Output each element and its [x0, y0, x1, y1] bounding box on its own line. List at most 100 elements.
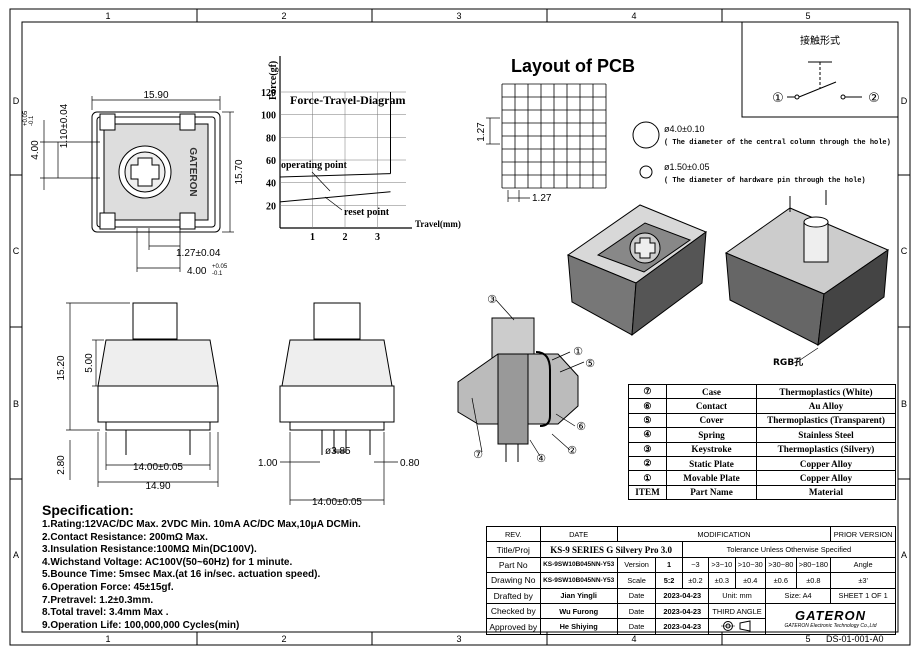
row-letter: B [901, 399, 907, 409]
callout-1: ① [573, 345, 583, 358]
tb-part-no-value: KS-9SW10B045NN-Y53 [539, 556, 618, 574]
dim-top-d: 4.00 [187, 266, 207, 277]
col-number: 3 [456, 11, 461, 21]
pcb-pitch-h: 1.27 [532, 193, 552, 204]
tb-date-value: 2023-04-23 [655, 602, 710, 620]
part-name: Keystroke [666, 441, 757, 457]
tb-prior-version-label: PRIOR VERSION [830, 525, 896, 543]
rgb-hole-label: RGB孔 [773, 356, 803, 368]
part-material: Thermoplastics (Silvery) [756, 441, 896, 457]
tb-approved-label: Approved by [486, 618, 541, 635]
side-view-dims [66, 302, 219, 487]
callout-6: ⑥ [576, 420, 586, 433]
contact-pin-1: ① [772, 91, 784, 106]
pcb-dims [486, 117, 530, 202]
dim-top-d-tol-dn: -0.1 [212, 271, 223, 277]
iso-view-right [724, 190, 890, 347]
dim-side-inner: 14.00±0.05 [133, 462, 183, 473]
pcb-holes [632, 121, 660, 179]
third-angle-projection-icon [708, 618, 767, 635]
tb-drafted-value: Jian Yingli [539, 587, 618, 604]
part-no: ④ [628, 427, 667, 443]
tb-date-label: Date [616, 587, 657, 604]
tb-tol-value: ±0.6 [765, 572, 797, 589]
dim-top-c: 1.27±0.04 [176, 248, 221, 259]
pcb-grid [501, 83, 607, 189]
front-view-dims [280, 432, 398, 505]
dim-front-pin-a: 1.00 [258, 458, 278, 469]
tb-drafted-label: Drafted by [486, 587, 541, 604]
dim-side-height: 15.20 [56, 355, 67, 380]
tb-tol-value: ±3' [830, 572, 896, 589]
callout-4: ④ [536, 452, 546, 465]
col-number: 2 [281, 634, 286, 644]
part-material: Thermoplastics (White) [756, 383, 896, 400]
row-letter: D [901, 96, 908, 106]
section-leaders [471, 299, 585, 457]
tb-tolerance-label: Tolerance Unless Otherwise Specified [681, 541, 897, 558]
dim-top-a-tol-dn: -0.1 [29, 115, 35, 126]
tb-tol-range: >30~80 [765, 556, 797, 574]
x-tick-label: 3 [375, 232, 380, 243]
callout-5: ⑤ [585, 357, 595, 370]
col-number: 2 [281, 11, 286, 21]
part-no: ⑤ [628, 412, 667, 429]
section-view [457, 317, 579, 462]
y-tick-label: 100 [261, 111, 276, 122]
spec-line: 3.Insulation Resistance:100MΩ Min(DC100V… [42, 544, 257, 556]
specification-heading: Specification: [42, 502, 134, 518]
row-letter: A [901, 550, 907, 560]
tb-date-label: Date [616, 602, 657, 620]
row-letter: C [13, 246, 20, 256]
force-chart-frame [279, 56, 412, 229]
force-chart-series [279, 92, 391, 203]
title-block: REV. DATE MODIFICATION PRIOR VERSION Tit… [486, 525, 897, 635]
y-tick-label: 80 [266, 133, 276, 144]
tb-company-logo: GATERON [794, 608, 867, 624]
tb-tol-value: ±0.2 [681, 572, 710, 589]
force-curve [279, 191, 391, 203]
tb-tol-range: Angle [830, 556, 896, 574]
reset-point-label: reset point [344, 207, 390, 218]
tb-rev-label: REV. [486, 525, 541, 543]
part-material: Copper Alloy [756, 470, 896, 486]
tb-tol-range: >80~180 [795, 556, 832, 574]
col-number: 5 [805, 11, 810, 21]
force-curve [279, 173, 391, 178]
tb-date-label: Date [616, 618, 657, 635]
part-material: Copper Alloy [756, 455, 896, 472]
spec-line: 2.Contact Resistance: 200mΩ Max. [42, 531, 208, 543]
x-tick-label: 1 [310, 232, 315, 243]
dim-top-a: 4.00 [30, 140, 41, 160]
specification-block: Specification: 1.Rating:12VAC/DC Max. 2V… [42, 502, 361, 632]
dim-top-d-tol-up: +0.05 [212, 264, 228, 270]
tb-part-no-label: Part No [486, 556, 541, 574]
tb-tol-range: ~3 [681, 556, 710, 574]
y-tick-label: 20 [266, 201, 276, 212]
tb-date-value: 2023-04-23 [655, 587, 710, 604]
force-chart-title: Force-Travel-Diagram [290, 93, 406, 107]
part-name: Cover [666, 412, 757, 429]
contact-form-schematic [787, 61, 862, 100]
pcb-title: Layout of PCB [511, 56, 635, 76]
tb-date-value: 2023-04-23 [655, 618, 710, 635]
part-name: Case [666, 383, 757, 400]
row-letter: C [901, 246, 908, 256]
spec-line: 6.Operation Force: 45±15gf. [42, 581, 174, 593]
contact-pin-2: ② [868, 91, 880, 106]
reset-point-leader [324, 196, 343, 211]
part-no: ⑥ [628, 398, 667, 414]
doc-number: DS-01-001-A0 [826, 634, 884, 644]
row-letter: D [13, 96, 20, 106]
tb-unit: Unit: mm [708, 587, 767, 604]
spec-line: 9.Operation Life: 100,000,000 Cycles(min… [42, 619, 240, 631]
side-view [97, 302, 219, 455]
tb-size: Size: A4 [765, 587, 832, 604]
tb-scale-label: Scale [616, 572, 657, 589]
part-name: Movable Plate [666, 470, 757, 486]
